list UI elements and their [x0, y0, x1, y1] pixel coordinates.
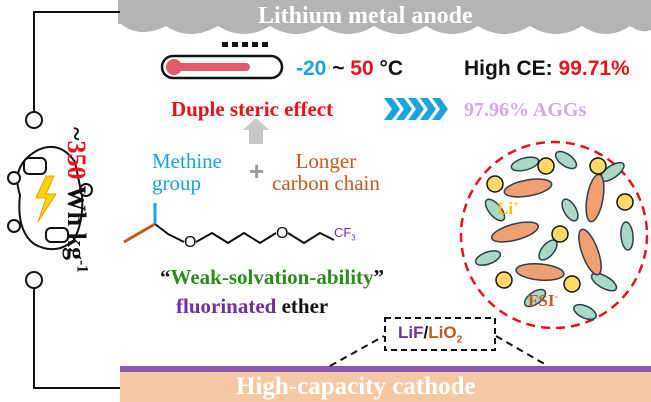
carbon-chain-label: Longer carbon chain: [272, 150, 380, 194]
interphase-label: LiF/LiO2: [398, 323, 463, 346]
steric-effect-label: Duple steric effect: [171, 97, 334, 121]
weak-solvation-label: “Weak-solvation-ability”: [160, 265, 385, 289]
fsi-anion-label: FSI-: [528, 291, 558, 310]
plus-sign: +: [249, 156, 265, 186]
anode-cloud-band: [118, 0, 651, 34]
temperature-range: -20 ~ 50 °C: [296, 58, 403, 79]
up-arrow-icon: [243, 118, 269, 144]
fsi-anions: [490, 173, 605, 281]
ether-molecule: [154, 223, 335, 244]
temp-separator: ~: [326, 57, 351, 80]
oxygen-atom-1: O: [184, 234, 197, 251]
chain-line2: carbon chain: [272, 171, 380, 195]
temp-low: -20: [296, 57, 327, 80]
solvent-molecules: [474, 150, 634, 321]
lightning-icon: [35, 175, 57, 223]
thermometer-icon: [160, 42, 284, 80]
ce-label: High CE:: [464, 57, 559, 80]
circuit-wire: [25, 11, 120, 389]
methine-line2: group: [152, 171, 201, 195]
fluorinated-ether-label: fluorinated ether: [176, 294, 329, 318]
chain-line1: Longer: [295, 149, 357, 173]
temp-unit: °C: [373, 57, 404, 80]
cathode-label: High-capacity cathode: [236, 373, 476, 400]
cathode-band: [120, 366, 651, 402]
ce-text: High CE: 99.71%: [464, 58, 630, 79]
temp-high: 50: [350, 57, 374, 80]
methine-group-label: Methine group: [152, 150, 222, 194]
aggs-label: 97.96% AGGs: [464, 99, 587, 121]
anode-label: Lithium metal anode: [258, 3, 473, 29]
methine-line1: Methine: [152, 149, 222, 173]
cf3-group: CF3: [334, 225, 356, 243]
ce-value: 99.71%: [558, 57, 630, 80]
oxygen-atom-2: O: [276, 225, 289, 242]
interphase-connector: [329, 335, 549, 367]
energy-density-label: ~350 Wh kg-1: [62, 127, 91, 273]
carbon-chain-branch: [123, 222, 156, 244]
chevron-arrows-icon: [384, 98, 448, 120]
li-ion-label: Li+: [497, 199, 519, 218]
interphase-box: [384, 317, 496, 351]
li-ions: [486, 157, 634, 293]
